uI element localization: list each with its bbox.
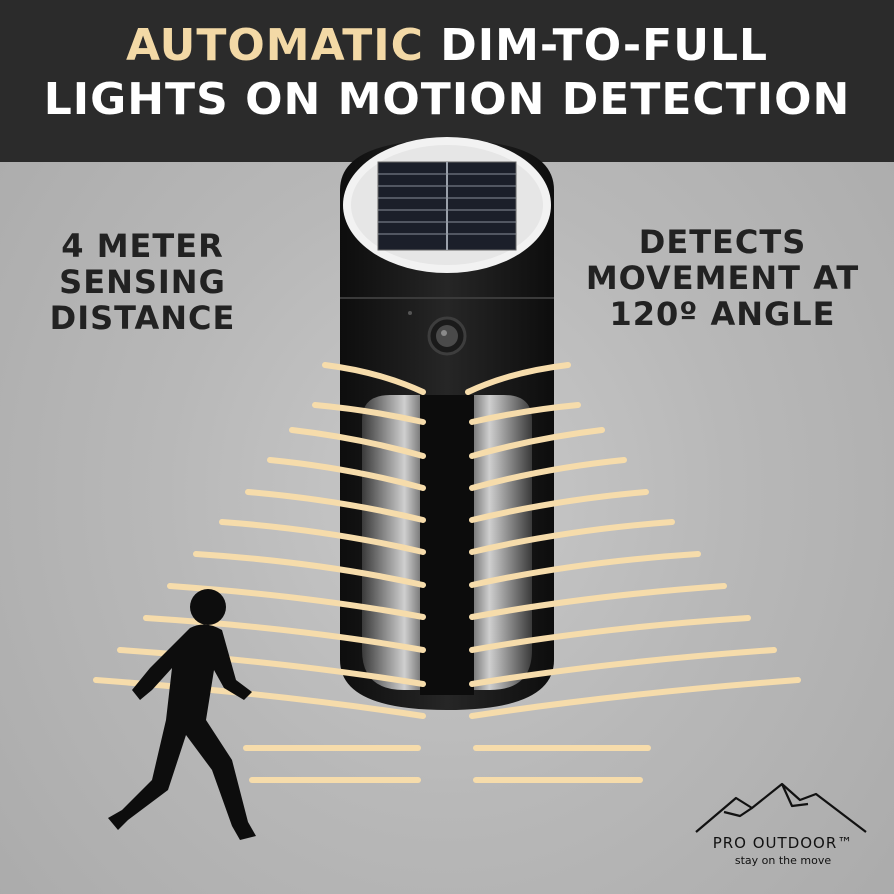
sensing-line-2: SENSING xyxy=(59,263,226,301)
brand-tagline: stay on the move xyxy=(734,854,832,867)
mountain-logo-icon xyxy=(695,782,867,833)
brand-name: PRO OUTDOOR™ xyxy=(712,834,854,852)
angle-line-3: 120º ANGLE xyxy=(609,295,836,333)
sensing-distance-text: 4 METER SENSING DISTANCE xyxy=(20,228,265,336)
detection-angle-text: DETECTS MOVEMENT AT 120º ANGLE xyxy=(560,224,885,332)
brand-logo: PRO OUTDOOR™ stay on the move xyxy=(688,780,878,867)
solar-panel-icon xyxy=(377,161,517,251)
pir-sensor-icon xyxy=(427,316,467,356)
headline-line-1: AUTOMATIC DIM-TO-FULL xyxy=(0,24,894,68)
sensing-line-3: DISTANCE xyxy=(49,299,236,337)
runner-silhouette-icon xyxy=(108,589,256,840)
headline-accent: AUTOMATIC xyxy=(125,20,424,71)
brand-logo-spacer xyxy=(688,780,878,832)
sensing-line-1: 4 METER xyxy=(61,227,224,265)
angle-line-1: DETECTS xyxy=(638,223,807,261)
motion-waves xyxy=(93,362,801,783)
header-banner: AUTOMATIC DIM-TO-FULL LIGHTS ON MOTION D… xyxy=(0,0,894,162)
headline-line-2: LIGHTS ON MOTION DETECTION xyxy=(43,74,851,125)
solar-light-device xyxy=(340,137,554,710)
angle-line-2: MOVEMENT AT xyxy=(585,259,860,297)
headline-rest: DIM-TO-FULL xyxy=(423,20,769,71)
